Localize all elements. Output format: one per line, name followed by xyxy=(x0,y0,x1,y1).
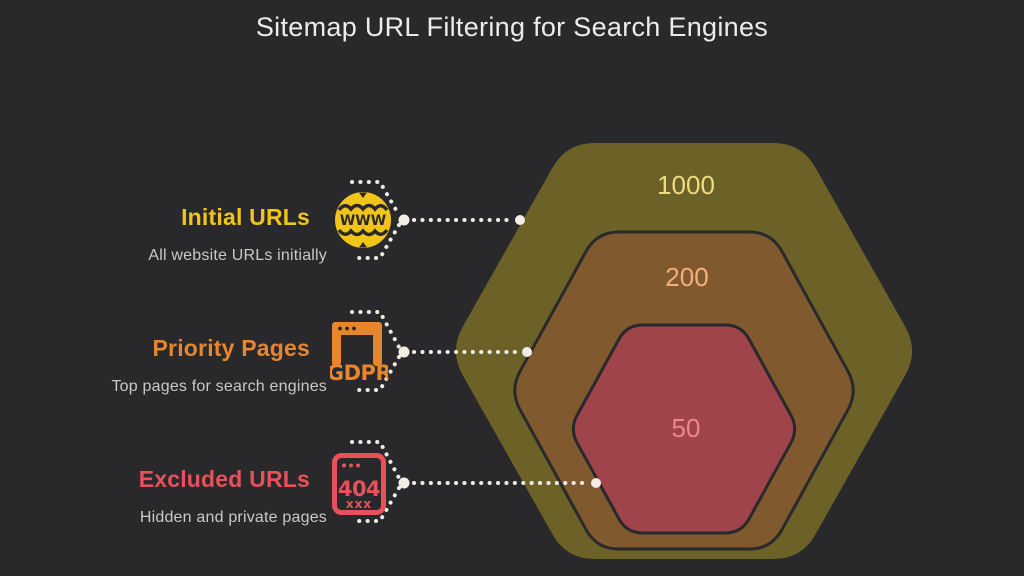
connector-junction-dot-1 xyxy=(398,214,410,226)
legend-item-excluded-urls: Excluded URLs xyxy=(40,466,327,493)
404-icon-text: 404 xyxy=(338,477,380,501)
connector-end-dot-2 xyxy=(522,347,532,357)
legend-desc-initial-urls-wrap: All website URLs initially xyxy=(40,247,327,265)
connector-excluded-urls xyxy=(350,440,585,523)
legend-label-excluded-urls: Excluded URLs xyxy=(138,466,310,492)
value-excluded-urls: 50 xyxy=(672,413,701,443)
legend-desc-excluded-urls-wrap: Hidden and private pages xyxy=(40,509,327,527)
value-initial-urls: 1000 xyxy=(657,170,715,200)
connector-priority-pages xyxy=(350,310,517,392)
connector-junction-dot-2 xyxy=(398,346,410,358)
legend-desc-priority-pages: Top pages for search engines xyxy=(111,378,327,395)
legend-desc-initial-urls: All website URLs initially xyxy=(148,247,327,264)
legend-item-initial-urls: Initial URLs xyxy=(40,204,327,231)
value-priority-pages: 200 xyxy=(665,262,708,292)
connector-end-dot-3 xyxy=(591,478,601,488)
legend-item-priority-pages: Priority Pages xyxy=(40,335,327,362)
hexagon-excluded-urls xyxy=(571,323,797,535)
404-icon-subtext: xxx xyxy=(346,497,372,511)
page-title: Sitemap URL Filtering for Search Engines xyxy=(255,12,769,42)
www-icon-text: WWW xyxy=(340,213,386,229)
legend-label-initial-urls: Initial URLs xyxy=(181,204,310,230)
legend-label-priority-pages: Priority Pages xyxy=(152,335,310,361)
gdpr-icon-text: GDPR xyxy=(330,361,388,384)
connector-end-dot-1 xyxy=(515,215,525,225)
legend-desc-priority-pages-wrap: Top pages for search engines xyxy=(40,378,327,396)
404-browser-icon: 404 xxx xyxy=(332,453,386,515)
gdpr-browser-icon: GDPR xyxy=(330,322,388,384)
www-globe-icon: WWW xyxy=(335,192,391,248)
connector-junction-dot-3 xyxy=(398,477,410,489)
legend-desc-excluded-urls: Hidden and private pages xyxy=(139,509,327,526)
connector-initial-urls xyxy=(350,180,510,260)
